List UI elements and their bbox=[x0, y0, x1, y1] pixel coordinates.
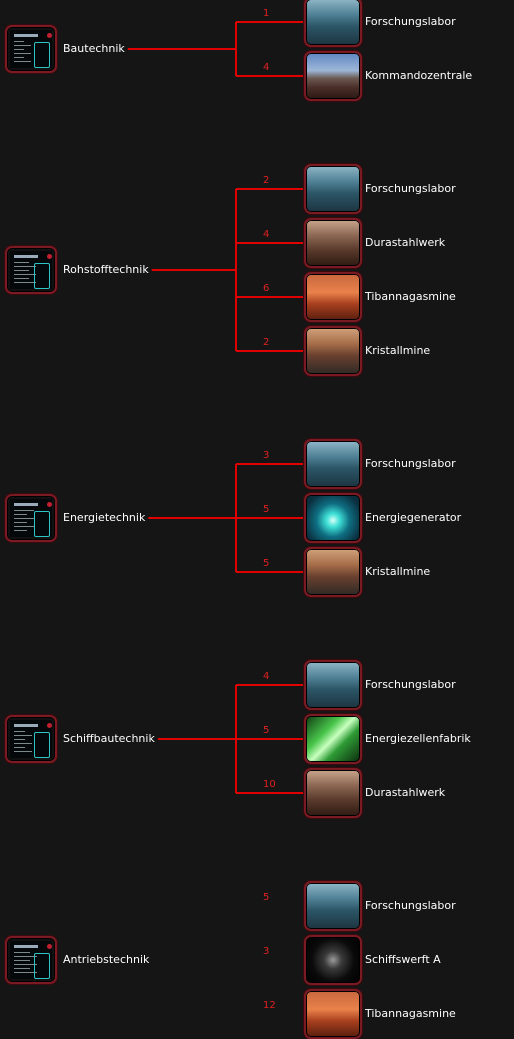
blueprint-screen-icon bbox=[10, 30, 52, 68]
building-name[interactable]: Schiffswerft A bbox=[365, 953, 441, 966]
building-name[interactable]: Tibannagasmine bbox=[365, 1007, 456, 1020]
crystal-mine-image[interactable] bbox=[304, 547, 362, 597]
building-name[interactable]: Forschungslabor bbox=[365, 678, 456, 691]
technology-name[interactable]: Antriebstechnik bbox=[63, 953, 150, 966]
technology-name[interactable]: Energietechnik bbox=[63, 511, 146, 524]
research-lab-image[interactable] bbox=[304, 439, 362, 489]
required-level: 6 bbox=[263, 283, 270, 294]
technology-thumbnail[interactable] bbox=[5, 246, 57, 294]
blueprint-screen-icon bbox=[10, 251, 52, 289]
required-level: 1 bbox=[263, 8, 270, 19]
building-name[interactable]: Energiezellenfabrik bbox=[365, 732, 471, 745]
building-name[interactable]: Forschungslabor bbox=[365, 899, 456, 912]
research-lab-image[interactable] bbox=[304, 881, 362, 931]
required-level: 5 bbox=[263, 892, 270, 903]
required-level: 5 bbox=[263, 558, 270, 569]
required-level: 3 bbox=[263, 450, 270, 461]
blueprint-screen-icon bbox=[10, 941, 52, 979]
technology-thumbnail[interactable] bbox=[5, 494, 57, 542]
required-level: 2 bbox=[263, 175, 270, 186]
technology-name[interactable]: Schiffbautechnik bbox=[63, 732, 155, 745]
durasteel-works-image[interactable] bbox=[304, 218, 362, 268]
technology-thumbnail[interactable] bbox=[5, 936, 57, 984]
building-name[interactable]: Durastahlwerk bbox=[365, 236, 446, 249]
building-name[interactable]: Kommandozentrale bbox=[365, 69, 473, 82]
building-name[interactable]: Tibannagasmine bbox=[365, 290, 456, 303]
building-name[interactable]: Forschungslabor bbox=[365, 182, 456, 195]
command-center-image[interactable] bbox=[304, 51, 362, 101]
blueprint-screen-icon bbox=[10, 720, 52, 758]
building-name[interactable]: Durastahlwerk bbox=[365, 786, 446, 799]
required-level: 4 bbox=[263, 62, 270, 73]
tibanna-gas-mine-image[interactable] bbox=[304, 272, 362, 322]
building-name[interactable]: Forschungslabor bbox=[365, 457, 456, 470]
required-level: 5 bbox=[263, 725, 270, 736]
required-level: 12 bbox=[263, 1000, 276, 1011]
building-name[interactable]: Kristallmine bbox=[365, 565, 431, 578]
energy-cell-factory-image[interactable] bbox=[304, 714, 362, 764]
required-level: 4 bbox=[263, 229, 270, 240]
building-name[interactable]: Forschungslabor bbox=[365, 15, 456, 28]
required-level: 2 bbox=[263, 337, 270, 348]
research-lab-image[interactable] bbox=[304, 0, 362, 47]
technology-name[interactable]: Bautechnik bbox=[63, 42, 125, 55]
required-level: 4 bbox=[263, 671, 270, 682]
building-name[interactable]: Kristallmine bbox=[365, 344, 431, 357]
required-level: 10 bbox=[263, 779, 276, 790]
research-lab-image[interactable] bbox=[304, 164, 362, 214]
required-level: 3 bbox=[263, 946, 270, 957]
connector-lines bbox=[127, 21, 304, 794]
required-level: 5 bbox=[263, 504, 270, 515]
tibanna-gas-mine-image[interactable] bbox=[304, 989, 362, 1039]
research-lab-image[interactable] bbox=[304, 660, 362, 710]
durasteel-works-image[interactable] bbox=[304, 768, 362, 818]
energy-generator-image[interactable] bbox=[304, 493, 362, 543]
building-name[interactable]: Energiegenerator bbox=[365, 511, 462, 524]
technology-thumbnail[interactable] bbox=[5, 715, 57, 763]
technology-thumbnail[interactable] bbox=[5, 25, 57, 73]
crystal-mine-image[interactable] bbox=[304, 326, 362, 376]
shipyard-image[interactable] bbox=[304, 935, 362, 985]
blueprint-screen-icon bbox=[10, 499, 52, 537]
technology-name[interactable]: Rohstofftechnik bbox=[63, 263, 149, 276]
